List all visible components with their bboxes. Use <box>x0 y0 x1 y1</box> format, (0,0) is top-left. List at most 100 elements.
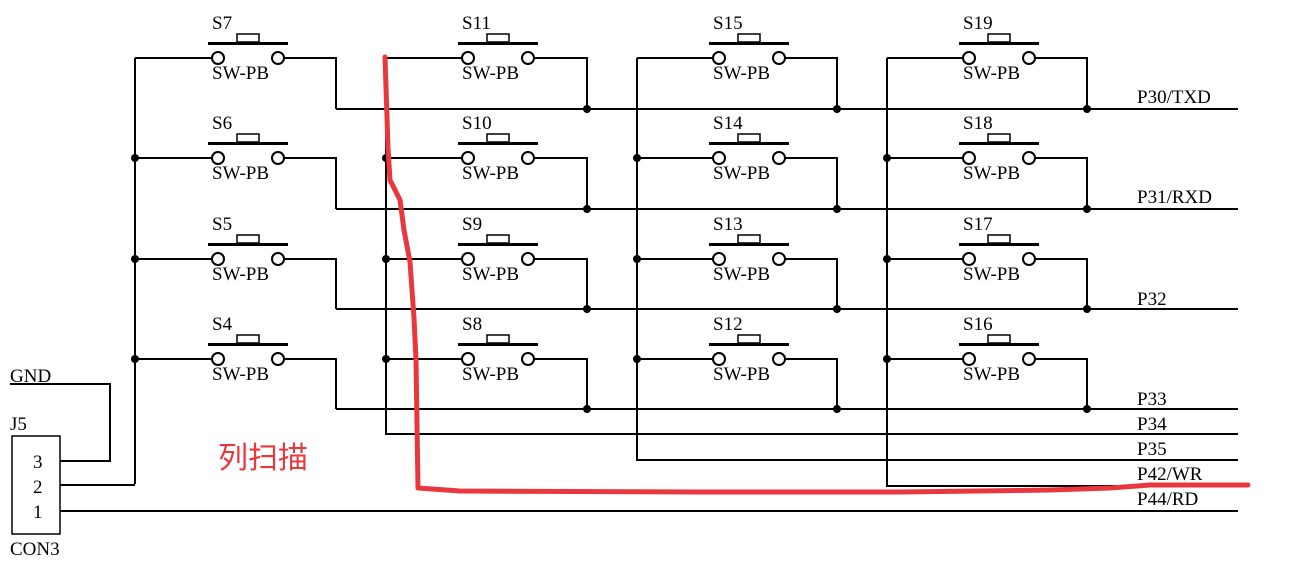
junction-dot <box>131 355 139 363</box>
switch-name-label: S6 <box>212 113 232 134</box>
switch-actuator-bar <box>458 142 538 145</box>
junction-dot <box>633 154 641 162</box>
switch-name-label: S10 <box>462 113 492 134</box>
switch-name-label: S17 <box>963 214 993 235</box>
switch-actuator-bar <box>959 243 1039 246</box>
switch-terminal-left <box>962 151 976 165</box>
switch-terminal-left <box>461 51 475 65</box>
switch-terminal-right <box>1022 352 1036 366</box>
switch-button-cap <box>987 234 1011 244</box>
connector-pin-1: 1 <box>33 502 43 523</box>
switch-button-cap <box>236 334 260 344</box>
column-bus-2 <box>636 58 1238 461</box>
net-label-col-1: P35 <box>1137 439 1167 460</box>
switch-terminal-left <box>461 252 475 266</box>
switch-lead-right <box>779 157 838 209</box>
switch-name-label: S15 <box>713 13 743 34</box>
switch-type-label: SW-PB <box>462 163 519 184</box>
connector-j5: GND J5 CON3 3 2 1 <box>10 366 61 560</box>
connector-body <box>11 435 61 535</box>
switch-lead-right <box>779 57 838 109</box>
switch-actuator-bar <box>709 243 789 246</box>
junction-dot <box>833 405 841 413</box>
switch-terminal-left <box>712 252 726 266</box>
switch-lead-right <box>278 358 337 409</box>
switch-button-cap <box>236 133 260 143</box>
switch-terminal-right <box>521 51 535 65</box>
annotation-text: 列扫描 <box>218 441 308 476</box>
switch-terminal-right <box>521 252 535 266</box>
junction-dot <box>131 255 139 263</box>
switch-type-label: SW-PB <box>212 63 269 84</box>
connector-pin-2: 2 <box>33 477 43 498</box>
switch-actuator-bar <box>208 243 288 246</box>
switch-type-label: SW-PB <box>212 163 269 184</box>
switch-terminal-left <box>461 352 475 366</box>
switch-terminal-right <box>271 252 285 266</box>
junction-dot <box>382 355 390 363</box>
switch-lead-right <box>1029 157 1088 209</box>
switch-terminal-right <box>271 151 285 165</box>
junction-dot <box>583 305 591 313</box>
switch-type-label: SW-PB <box>212 264 269 285</box>
switch-terminal-right <box>772 151 786 165</box>
junction-dot <box>583 105 591 113</box>
switch-button-cap <box>987 334 1011 344</box>
junction-dot <box>833 205 841 213</box>
switch-name-label: S9 <box>462 214 482 235</box>
net-label-row-2: P32 <box>1137 289 1167 310</box>
switch-terminal-left <box>461 151 475 165</box>
junction-dot <box>131 154 139 162</box>
net-label-row-3: P33 <box>1137 389 1167 410</box>
switch-button-cap <box>737 334 761 344</box>
switch-terminal-right <box>271 51 285 65</box>
column-bus-3 <box>886 58 1238 487</box>
switch-lead-right <box>528 57 588 109</box>
switch-button-cap <box>236 234 260 244</box>
switch-terminal-left <box>712 352 726 366</box>
switch-actuator-bar <box>959 343 1039 346</box>
switch-lead-right <box>278 258 337 309</box>
switch-button-cap <box>737 133 761 143</box>
switch-button-cap <box>486 133 510 143</box>
switch-lead-right <box>1029 258 1088 309</box>
switch-name-label: S7 <box>212 13 232 34</box>
switch-terminal-left <box>962 51 976 65</box>
net-label-col-2: P42/WR <box>1137 464 1203 485</box>
switch-lead-right <box>779 358 838 409</box>
junction-dot <box>883 355 891 363</box>
switch-lead-right <box>1029 358 1088 409</box>
switch-name-label: S13 <box>713 214 743 235</box>
switch-actuator-bar <box>208 42 288 45</box>
switch-terminal-left <box>712 51 726 65</box>
switch-actuator-bar <box>208 343 288 346</box>
switch-actuator-bar <box>959 142 1039 145</box>
junction-dot <box>382 255 390 263</box>
gnd-label: GND <box>10 366 51 387</box>
switch-terminal-right <box>1022 51 1036 65</box>
junction-dot <box>833 305 841 313</box>
switch-lead-right <box>528 358 588 409</box>
switch-terminal-left <box>211 252 225 266</box>
switch-terminal-right <box>1022 151 1036 165</box>
switch-actuator-bar <box>709 142 789 145</box>
switch-lead-right <box>528 157 588 209</box>
junction-dot <box>633 355 641 363</box>
switch-terminal-right <box>772 252 786 266</box>
switch-actuator-bar <box>208 142 288 145</box>
switch-name-label: S12 <box>713 314 743 335</box>
switch-type-label: SW-PB <box>713 63 770 84</box>
switch-type-label: SW-PB <box>212 364 269 385</box>
switch-type-label: SW-PB <box>462 264 519 285</box>
